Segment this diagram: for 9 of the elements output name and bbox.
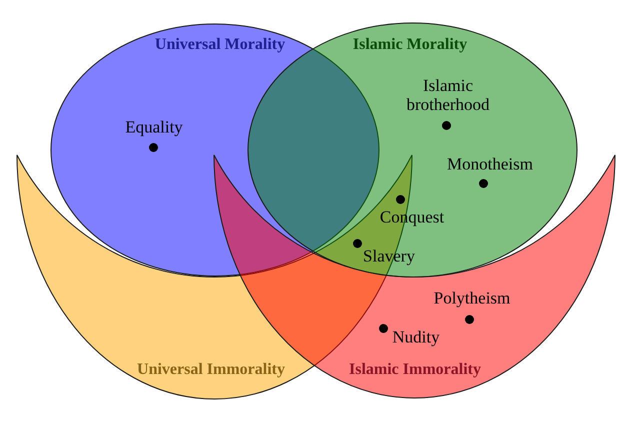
item-label: Nudity [392,328,440,346]
item-label: Monotheism [447,154,533,174]
set-title: Universal Morality [154,35,286,55]
item-label: Polytheism [434,288,510,308]
set-title: Islamic Immorality [349,360,481,380]
set-title: Islamic Morality [352,35,468,55]
item-label: Islamic brotherhood [405,76,491,114]
item-label: Equality [125,118,183,136]
set-title: Universal Immorality [137,360,285,380]
